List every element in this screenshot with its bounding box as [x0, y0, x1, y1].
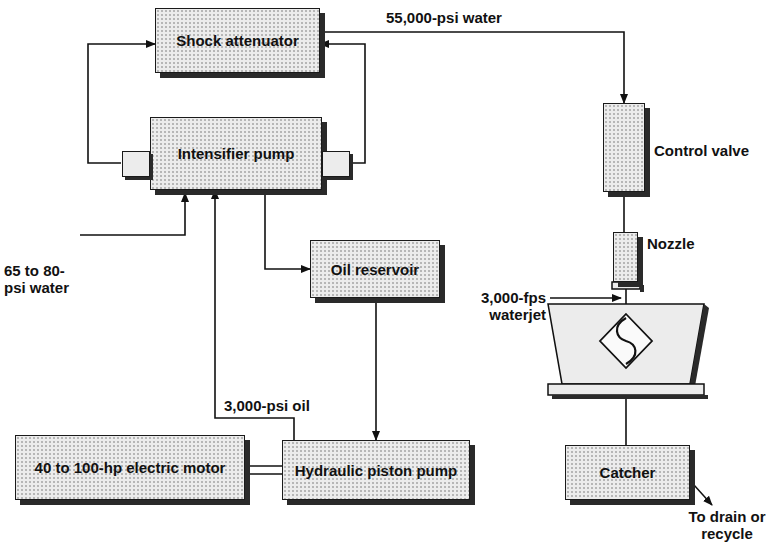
funnel-base-shadow	[552, 395, 708, 399]
flow-line	[624, 192, 625, 232]
nozzle-tip-shadow	[640, 285, 644, 292]
pressure-label: 55,000-psi water	[384, 9, 504, 26]
node-label: Hydraulic piston pump	[289, 458, 464, 483]
node-label: Catcher	[594, 460, 662, 485]
shock-attenuator: Shock attenuator	[155, 8, 320, 73]
pressure-label: 3,000-psi oil	[222, 397, 312, 414]
line-segment	[320, 32, 624, 103]
pump-end-cap	[122, 151, 150, 177]
node-label: Shock attenuator	[170, 28, 305, 53]
catcher-outlet	[625, 399, 627, 445]
flow-line	[320, 44, 365, 163]
flow-line	[320, 32, 624, 103]
line-segment	[245, 473, 282, 475]
electric-motor: 40 to 100-hp electric motor	[15, 435, 245, 500]
line-segment	[265, 190, 310, 269]
line-segment	[623, 192, 625, 232]
funnel-shadow	[690, 304, 709, 386]
cutting-funnel	[548, 304, 704, 384]
flow-note: 65 to 80-psi water	[4, 262, 84, 296]
nozzle: Nozzle	[613, 232, 638, 282]
catcher: Catcher	[565, 445, 690, 500]
oil-reservoir: Oil reservoir	[310, 240, 440, 298]
node-label: Control valve	[654, 142, 749, 159]
inlet-line	[80, 193, 185, 235]
workpiece-diamond	[600, 314, 652, 368]
drive-shaft	[245, 466, 282, 474]
line-segment	[245, 465, 282, 467]
intensifier-pump: Intensifier pump	[150, 117, 322, 190]
flow-line	[265, 190, 310, 269]
flow-line	[376, 298, 377, 440]
line-segment	[320, 44, 365, 163]
flow-note: 3,000-fps waterjet	[458, 289, 546, 323]
waterjet-pointer	[550, 297, 621, 298]
funnel-base	[548, 384, 704, 395]
drain-arrow	[694, 485, 712, 505]
cut-path	[617, 318, 635, 364]
node-label: 40 to 100-hp electric motor	[29, 455, 232, 480]
pump-end-cap	[322, 151, 350, 177]
line-segment	[375, 298, 377, 440]
node-label: Intensifier pump	[172, 141, 301, 166]
line-segment	[88, 44, 155, 163]
control-valve: Control valve	[603, 103, 645, 192]
flow-line	[88, 44, 155, 163]
node-label: Nozzle	[647, 235, 695, 252]
hydraulic-pump: Hydraulic piston pump	[282, 440, 470, 500]
node-label: Oil reservoir	[325, 257, 425, 282]
flow-note: To drain or recycle	[686, 508, 768, 542]
nozzle-tip	[612, 282, 640, 289]
